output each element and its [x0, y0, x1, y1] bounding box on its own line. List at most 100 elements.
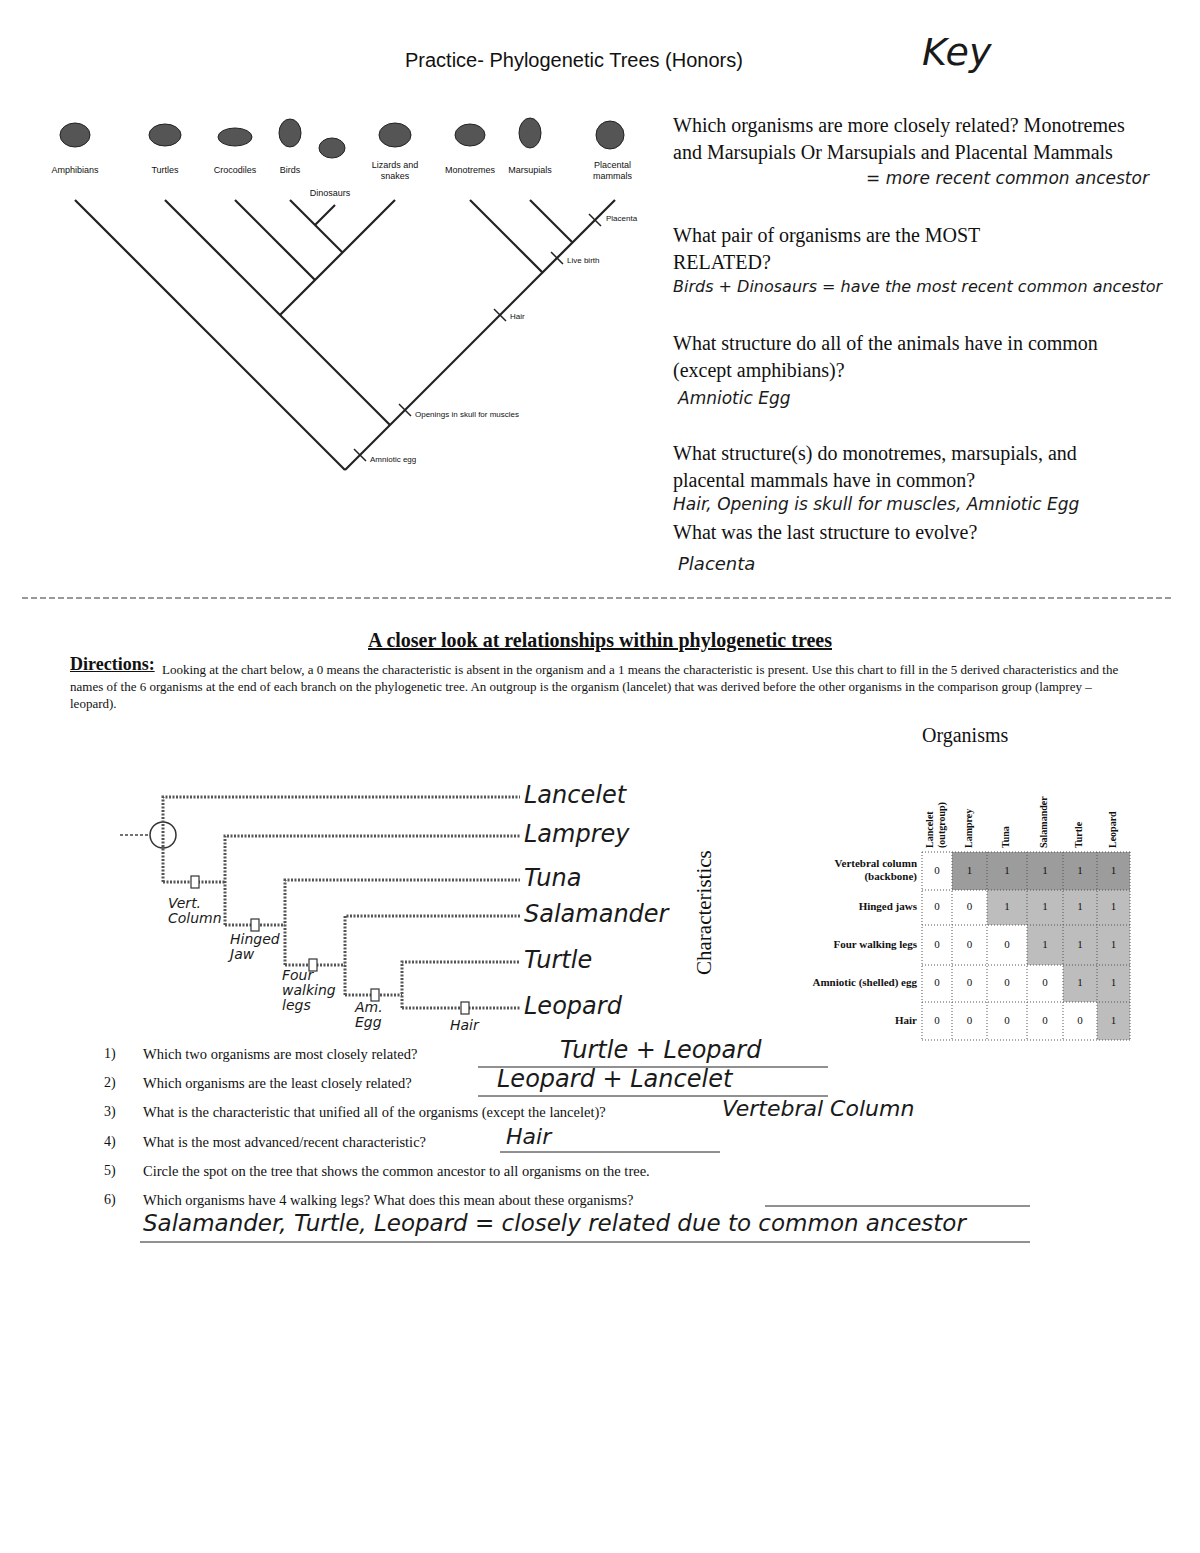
table-cell: 1 [1035, 864, 1055, 877]
table-cell: 0 [960, 1014, 980, 1027]
row-header: Amniotic (shelled) egg [777, 976, 917, 989]
table-grid [922, 890, 1130, 891]
column-header: Tuna [1000, 826, 1012, 848]
directions-heading: Directions: [70, 654, 155, 676]
directions-text: Looking at the chart below, a 0 means th… [70, 661, 1135, 712]
handwritten-answer: Amniotic Egg [678, 388, 791, 408]
table-cell: 0 [1070, 1014, 1090, 1027]
trait-label: Live birth [567, 256, 599, 266]
table-cell: 0 [927, 1014, 947, 1027]
table-cell: 1 [1070, 938, 1090, 951]
table-grid [987, 852, 988, 1040]
root-lead-line [120, 834, 150, 836]
table-cell: 1 [1070, 900, 1090, 913]
tree-branch [345, 916, 520, 995]
table-grid [922, 852, 1130, 853]
handwritten-leaf-name: Salamander [524, 900, 668, 929]
trait-marker [461, 1002, 469, 1014]
column-header: Turtle [1073, 822, 1085, 848]
trait-tick [399, 404, 411, 416]
table-grid [922, 925, 1130, 926]
question-text: What is the characteristic that unified … [143, 1104, 606, 1121]
question-text: What pair of organisms are the MOST RELA… [673, 222, 1053, 276]
handwritten-answer: Salamander, Turtle, Leopard = closely re… [143, 1210, 966, 1238]
trait-marker [191, 876, 469, 1014]
handwritten-leaf-name: Turtle [524, 946, 592, 975]
table-grid [1027, 852, 1028, 1040]
table-cell: 1 [960, 864, 980, 877]
cladogram-line [530, 200, 573, 243]
question-text: Which organisms are more closely related… [673, 112, 1143, 166]
table-cell: 1 [1104, 1014, 1124, 1027]
table-cell: 1 [997, 864, 1017, 877]
handwritten-leaf-name: Leopard [524, 992, 622, 1021]
taxon-label: Monotremes [440, 165, 500, 176]
row-header: Four walking legs [777, 938, 917, 951]
table-cell: 0 [997, 1014, 1017, 1027]
taxon-label: Placental mammals [585, 160, 640, 182]
row-header: Vertebral column (backbone) [817, 857, 917, 883]
table-cell: 0 [1035, 1014, 1055, 1027]
question-text: What is the most advanced/recent charact… [143, 1134, 426, 1151]
column-header: Lamprey [963, 809, 975, 848]
tree-branch [163, 797, 520, 1008]
trait-label: Placenta [606, 214, 637, 224]
answer-blank-line [140, 1242, 1030, 1243]
row-header: Hair [777, 1014, 917, 1027]
handwritten-answer: Hair [506, 1124, 551, 1150]
trait-label: Hair [510, 312, 525, 322]
question-text: Circle the spot on the tree that shows t… [143, 1163, 650, 1180]
question-text: Which organisms have 4 walking legs? Wha… [143, 1192, 633, 1209]
table-shading [1097, 1002, 1130, 1040]
table-cell: 1 [1104, 900, 1124, 913]
cladogram-line [315, 205, 335, 225]
answer-blank-line [765, 1206, 1030, 1207]
question-text: What structure(s) do monotremes, marsupi… [673, 440, 1123, 494]
tree-branch [402, 962, 520, 1008]
table-cell: 1 [1070, 976, 1090, 989]
handwritten-trait: Hair [450, 1017, 479, 1034]
taxon-label: Crocodiles [200, 165, 270, 176]
taxon-label: Dinosaurs [305, 188, 355, 199]
table-axis-title: Organisms [922, 723, 1008, 747]
question-text: Which two organisms are most closely rel… [143, 1046, 417, 1063]
handwritten-trait: Hinged Jaw [230, 932, 275, 962]
animal-icon [379, 123, 411, 147]
section-heading: A closer look at relationships within ph… [250, 628, 950, 652]
question-number: 6) [104, 1192, 116, 1209]
table-cell: 0 [927, 900, 947, 913]
table-grid [922, 852, 923, 1040]
table-grid [1097, 852, 1098, 1040]
table-grid [952, 852, 953, 1040]
table-cell: 1 [1035, 900, 1055, 913]
table-shading [987, 890, 1130, 925]
animal-icon [519, 118, 541, 148]
handwritten-answer: Leopard + Lancelet [497, 1065, 732, 1094]
table-cell: 1 [1104, 938, 1124, 951]
table-cell: 0 [960, 976, 980, 989]
animal-icon [596, 121, 624, 149]
table-cell: 0 [997, 976, 1017, 989]
question-number: 1) [104, 1046, 116, 1063]
trait-tick [494, 309, 506, 321]
table-shading [952, 852, 1130, 890]
table-cell: 1 [997, 900, 1017, 913]
handwritten-answer: Hair, Opening is skull for muscles, Amni… [673, 494, 1079, 514]
question-number: 5) [104, 1163, 116, 1180]
table-cell: 0 [927, 864, 947, 877]
table-cell: 0 [927, 976, 947, 989]
trait-tick [354, 214, 601, 461]
tree-branch [285, 880, 520, 965]
table-cell: 1 [1035, 938, 1055, 951]
question-number: 2) [104, 1075, 116, 1092]
taxon-label: Amphibians [40, 165, 110, 176]
handwritten-trait: Am. Egg [355, 1000, 395, 1030]
tree-branch [163, 797, 520, 882]
section-divider [22, 598, 1172, 599]
table-grid [922, 1002, 1130, 1003]
question-text: What structure do all of the animals hav… [673, 330, 1103, 384]
table-cell: 0 [927, 938, 947, 951]
handwritten-answer: Vertebral Column [722, 1096, 914, 1122]
animal-icon [218, 128, 252, 146]
table-cell: 1 [1070, 864, 1090, 877]
